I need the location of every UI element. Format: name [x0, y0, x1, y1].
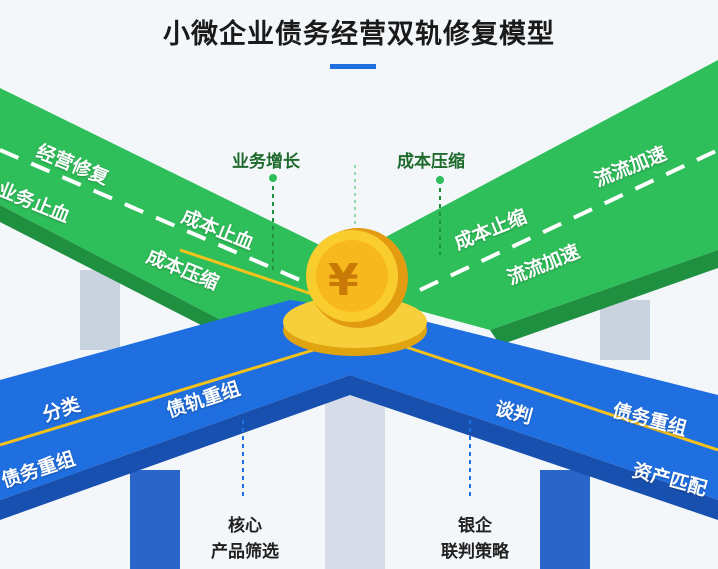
guide-dot: [436, 176, 444, 184]
green-road-right-side: [490, 250, 718, 345]
pillar: [540, 470, 590, 569]
annotation-core-product: 核心 产品筛选: [195, 513, 295, 565]
green-road-right: [380, 60, 718, 330]
guide-dot: [269, 174, 277, 182]
pillar: [80, 270, 120, 350]
annotation-line: 银企: [458, 516, 492, 536]
annotation-line: 联判策略: [441, 542, 509, 562]
annotation-business-growth: 业务增长: [232, 152, 300, 172]
green-road-left: [0, 88, 340, 330]
annotation-line: 核心: [228, 516, 262, 536]
page-title: 小微企业债务经营双轨修复模型: [163, 19, 555, 50]
green-road-left-side: [0, 205, 240, 345]
coin-icon: [283, 228, 427, 356]
annotation-bank-enterprise: 银企 联判策略: [425, 513, 525, 565]
lane-marking: [419, 148, 718, 292]
annotation-line: 产品筛选: [211, 542, 279, 562]
pillar: [325, 390, 385, 569]
lane-marking: [399, 343, 718, 452]
title-accent-bar: [330, 64, 376, 69]
blue-road: [0, 300, 718, 500]
annotation-cost-compression: 成本压缩: [397, 152, 465, 172]
pillar: [130, 470, 180, 569]
pillar: [600, 300, 650, 360]
yuan-symbol: ¥: [328, 255, 359, 306]
lane-marking: [0, 343, 331, 447]
lane-marking: [0, 148, 301, 282]
lane-marking: [179, 248, 331, 302]
